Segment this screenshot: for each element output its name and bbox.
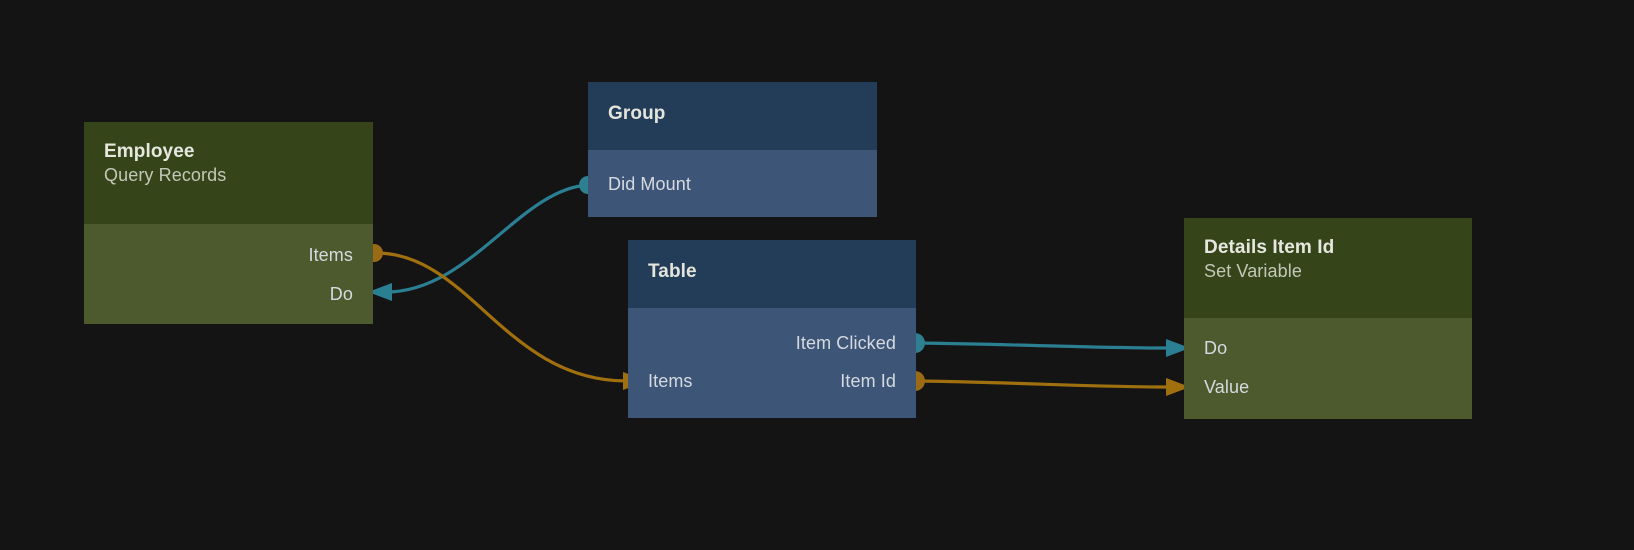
port-label-item-id: Item Id xyxy=(840,370,896,391)
node-employee-body: Items Do xyxy=(84,224,373,324)
port-label-value: Value xyxy=(1204,376,1250,397)
edge-group-didmount-to-employee-do xyxy=(384,183,590,294)
port-label-did-mount: Did Mount xyxy=(608,173,691,194)
node-group-title: Group xyxy=(608,103,666,124)
edge-employee-items-to-table-items xyxy=(374,251,629,383)
edge-table-itemid-to-details-value xyxy=(913,379,1170,389)
node-details-header[interactable]: Details Item Id Set Variable xyxy=(1184,218,1472,318)
node-employee-title: Employee xyxy=(104,141,195,162)
node-table-body: Item Clicked Item Id Items xyxy=(628,308,916,418)
port-label-items: Items xyxy=(308,244,353,265)
port-label-do: Do xyxy=(1204,337,1228,358)
port-group-did-mount[interactable]: Did Mount xyxy=(608,172,691,196)
port-employee-do[interactable]: Do xyxy=(330,282,353,306)
node-group-body: Did Mount xyxy=(588,150,877,217)
port-details-value[interactable]: Value xyxy=(1204,375,1249,399)
node-details-title: Details Item Id xyxy=(1204,237,1335,258)
node-employee[interactable]: Employee Query Records Items Do xyxy=(84,122,373,324)
port-label-item-clicked: Item Clicked xyxy=(795,332,896,353)
node-details-subtitle: Set Variable xyxy=(1204,261,1302,282)
node-table[interactable]: Table Item Clicked Item Id Items xyxy=(628,240,916,418)
port-table-item-id[interactable]: Item Id xyxy=(840,369,896,393)
port-details-do[interactable]: Do xyxy=(1204,336,1227,360)
node-group[interactable]: Group Did Mount xyxy=(588,82,877,217)
port-label-items: Items xyxy=(648,370,693,391)
port-table-items[interactable]: Items xyxy=(648,369,693,393)
node-table-header[interactable]: Table xyxy=(628,240,916,308)
port-employee-items[interactable]: Items xyxy=(308,243,353,267)
port-label-do: Do xyxy=(329,283,353,304)
edge-table-itemclicked-to-details-do xyxy=(913,341,1170,350)
node-employee-header[interactable]: Employee Query Records xyxy=(84,122,373,224)
port-table-item-clicked[interactable]: Item Clicked xyxy=(796,331,896,355)
node-details-item-id[interactable]: Details Item Id Set Variable Do Value xyxy=(1184,218,1472,419)
node-details-body: Do Value xyxy=(1184,318,1472,419)
node-employee-subtitle: Query Records xyxy=(104,165,227,186)
node-table-title: Table xyxy=(648,261,697,282)
node-group-header[interactable]: Group xyxy=(588,82,877,150)
